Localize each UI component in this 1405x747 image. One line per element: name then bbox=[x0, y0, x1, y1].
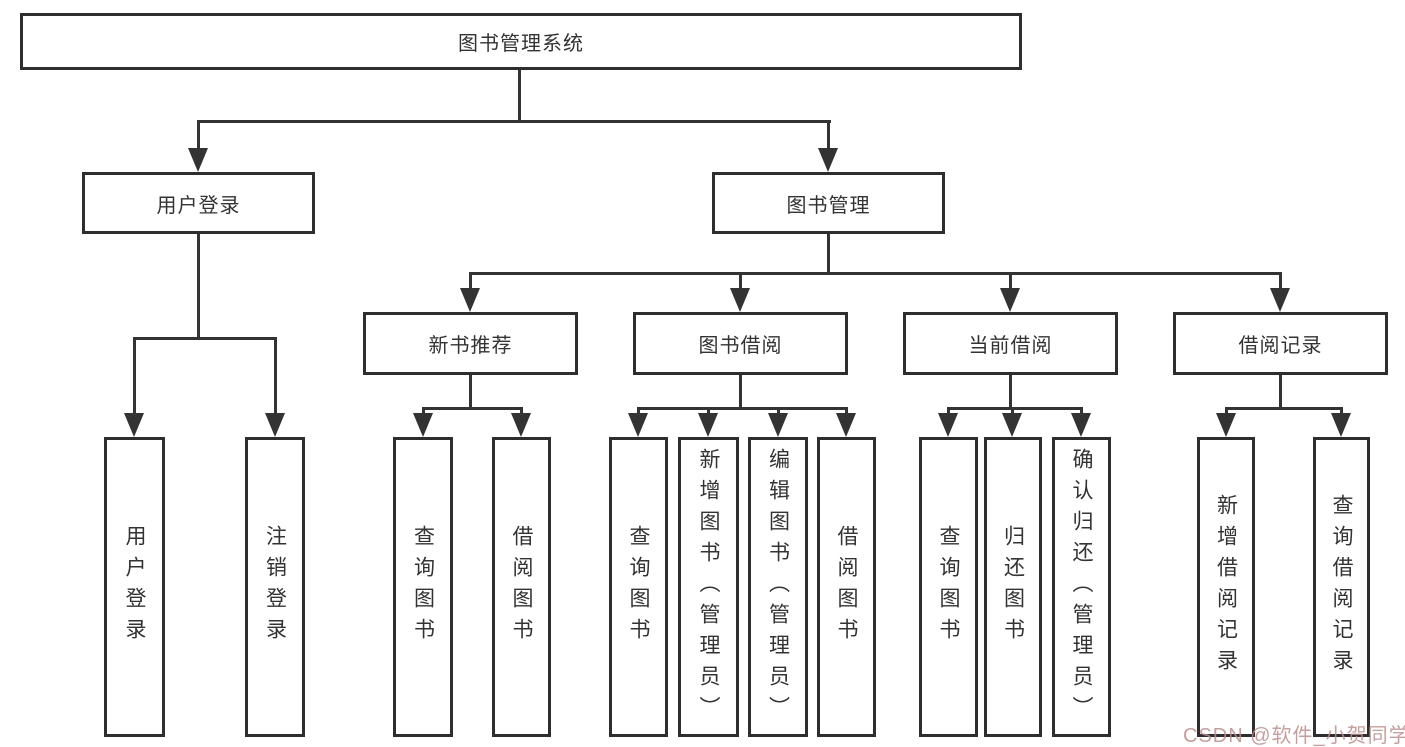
leaf-logout: 注销登录 bbox=[245, 437, 305, 737]
leaf-user-login: 用户登录 bbox=[104, 437, 165, 737]
connector-arrowhead bbox=[768, 413, 788, 437]
connector-hline bbox=[637, 407, 848, 410]
connector-arrowhead bbox=[413, 413, 433, 437]
connector-arrowhead bbox=[124, 413, 144, 437]
node-user-login: 用户登录 bbox=[82, 172, 315, 234]
connector-hline bbox=[1225, 407, 1342, 410]
connector-arrowhead bbox=[1216, 413, 1236, 437]
connector-vline bbox=[1279, 375, 1282, 410]
node-book-management: 图书管理 bbox=[712, 172, 945, 234]
csdn-watermark: CSDN @软件_小贺同学 bbox=[1183, 725, 1405, 747]
leaf-records-add-borrow-record: 新增借阅记录 bbox=[1197, 437, 1255, 737]
connector-vline bbox=[274, 337, 277, 417]
connector-hline bbox=[197, 120, 831, 123]
connector-arrowhead bbox=[818, 148, 838, 172]
connector-vline bbox=[739, 272, 742, 292]
connector-arrowhead bbox=[730, 288, 750, 312]
node-current-borrowing: 当前借阅 bbox=[903, 312, 1118, 375]
connector-vline bbox=[469, 375, 472, 410]
leaf-borrowing-query-books: 查询图书 bbox=[609, 437, 668, 737]
connector-arrowhead bbox=[1270, 288, 1290, 312]
connector-hline bbox=[947, 407, 1083, 410]
connector-vline bbox=[197, 234, 200, 340]
connector-hline bbox=[133, 337, 277, 340]
connector-vline bbox=[469, 272, 472, 292]
leaf-current-return-books: 归还图书 bbox=[984, 437, 1042, 737]
leaf-borrowing-edit-books-admin: 编辑图书（管理员） bbox=[748, 437, 808, 737]
connector-arrowhead bbox=[1000, 288, 1020, 312]
node-book-borrowing: 图书借阅 bbox=[633, 312, 848, 375]
connector-arrowhead bbox=[265, 413, 285, 437]
leaf-current-query-books: 查询图书 bbox=[919, 437, 978, 737]
connector-arrowhead bbox=[938, 413, 958, 437]
connector-hline bbox=[469, 272, 1282, 275]
connector-vline bbox=[827, 120, 830, 152]
connector-vline bbox=[1009, 375, 1012, 410]
connector-vline bbox=[827, 234, 830, 275]
connector-vline bbox=[133, 337, 136, 417]
connector-vline bbox=[739, 375, 742, 410]
connector-vline bbox=[197, 120, 200, 152]
node-new-book-recommend: 新书推荐 bbox=[363, 312, 578, 375]
leaf-current-confirm-return-admin: 确认归还（管理员） bbox=[1052, 437, 1111, 737]
connector-arrowhead bbox=[1331, 413, 1351, 437]
node-borrow-records: 借阅记录 bbox=[1173, 312, 1388, 375]
connector-arrowhead bbox=[1071, 413, 1091, 437]
leaf-newbooks-query-books: 查询图书 bbox=[393, 437, 453, 737]
connector-arrowhead bbox=[1002, 413, 1022, 437]
connector-arrowhead bbox=[511, 413, 531, 437]
leaf-records-query-borrow-record: 查询借阅记录 bbox=[1313, 437, 1370, 737]
connector-vline bbox=[1279, 272, 1282, 292]
connector-vline bbox=[518, 70, 521, 122]
connector-hline bbox=[422, 407, 523, 410]
leaf-newbooks-borrow-books: 借阅图书 bbox=[492, 437, 551, 737]
connector-arrowhead bbox=[460, 288, 480, 312]
connector-arrowhead bbox=[698, 413, 718, 437]
node-library-system: 图书管理系统 bbox=[20, 13, 1022, 70]
leaf-borrowing-borrow-books: 借阅图书 bbox=[817, 437, 876, 737]
connector-arrowhead bbox=[836, 413, 856, 437]
connector-arrowhead bbox=[628, 413, 648, 437]
leaf-borrowing-add-books-admin: 新增图书（管理员） bbox=[678, 437, 739, 737]
connector-arrowhead bbox=[188, 148, 208, 172]
connector-vline bbox=[1009, 272, 1012, 292]
